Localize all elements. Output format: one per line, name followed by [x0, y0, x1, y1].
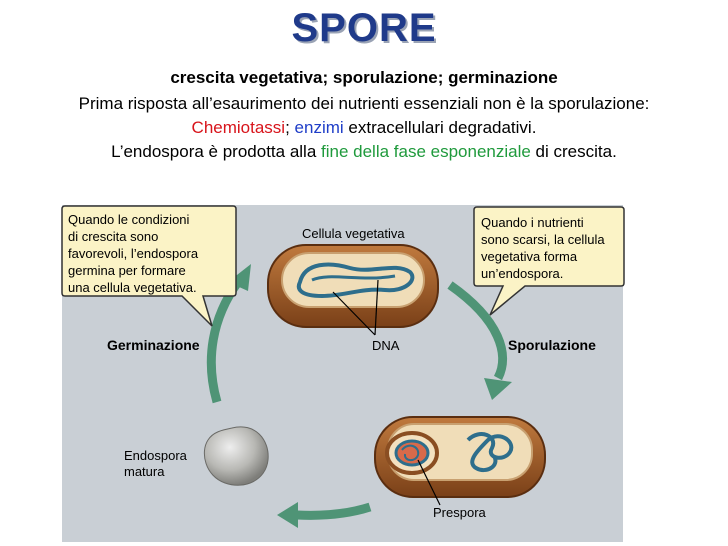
label-dna: DNA	[372, 338, 400, 353]
label-germination: Germinazione	[107, 337, 200, 353]
bubble-right-line: Quando i nutrienti	[481, 215, 584, 230]
dna-strand	[296, 262, 415, 299]
degradative-text: extracellulari degradativi.	[343, 118, 537, 137]
bubble-left: Quando le condizioni di crescita sono fa…	[61, 205, 237, 327]
semicolon-text: ;	[285, 118, 295, 137]
endospore-text-c: di crescita.	[530, 142, 617, 161]
dna-coil	[466, 432, 514, 473]
bubble-left-line: Quando le condizioni	[68, 212, 190, 227]
exponential-phase-term: fine della fase esponenziale	[321, 142, 531, 161]
arrow-sporulation-top	[447, 281, 508, 381]
label-sporulation: Sporulazione	[508, 337, 596, 353]
prespore-pointer	[417, 459, 441, 506]
arrowhead-bottom	[277, 502, 298, 528]
chemotaxis-line: Chemiotassi; enzimi extracellulari degra…	[0, 118, 728, 138]
dna-pointers	[332, 279, 379, 336]
label-endospore-1: Endospora	[124, 448, 188, 463]
bubble-left-line: germina per formare	[68, 263, 186, 278]
page-title: SPORE	[291, 6, 437, 50]
bubble-right-line: un’endospora.	[481, 266, 563, 281]
bubble-right-line: sono scarsi, la cellula	[481, 232, 605, 247]
enzymes-term: enzimi	[294, 118, 344, 137]
endospore	[203, 426, 269, 486]
label-endospore-2: matura	[124, 464, 165, 479]
bubble-left-line: di crescita sono	[68, 229, 158, 244]
first-response-line: Prima risposta all’esaurimento dei nutri…	[78, 94, 650, 113]
bubble-right: Quando i nutrienti sono scarsi, la cellu…	[473, 206, 625, 316]
arrow-bottom	[296, 502, 372, 520]
separator-text: ;	[322, 68, 333, 87]
bubble-left-line: una cellula vegetativa.	[68, 280, 197, 295]
endospore-text-a: L’endospora è prodotta alla	[111, 142, 321, 161]
bubble-left-line: favorevoli, l’endospora	[68, 246, 199, 261]
phases-text: sporulazione; germinazione	[332, 68, 558, 87]
endospore-line: L’endospora è prodotta alla fine della f…	[0, 142, 728, 162]
chemotaxis-term: Chemiotassi	[191, 118, 286, 137]
label-vegetative-cell: Cellula vegetativa	[302, 226, 405, 241]
arrowhead-sporulation	[484, 378, 512, 400]
vegetative-cell	[267, 244, 439, 328]
label-prespore: Prespora	[433, 505, 487, 520]
subtitle-line: crescita vegetativa; sporulazione; germi…	[0, 68, 728, 88]
growth-text: crescita vegetativa	[170, 68, 323, 87]
prespore-cell	[374, 416, 546, 498]
bubble-right-line: vegetativa forma	[481, 249, 578, 264]
